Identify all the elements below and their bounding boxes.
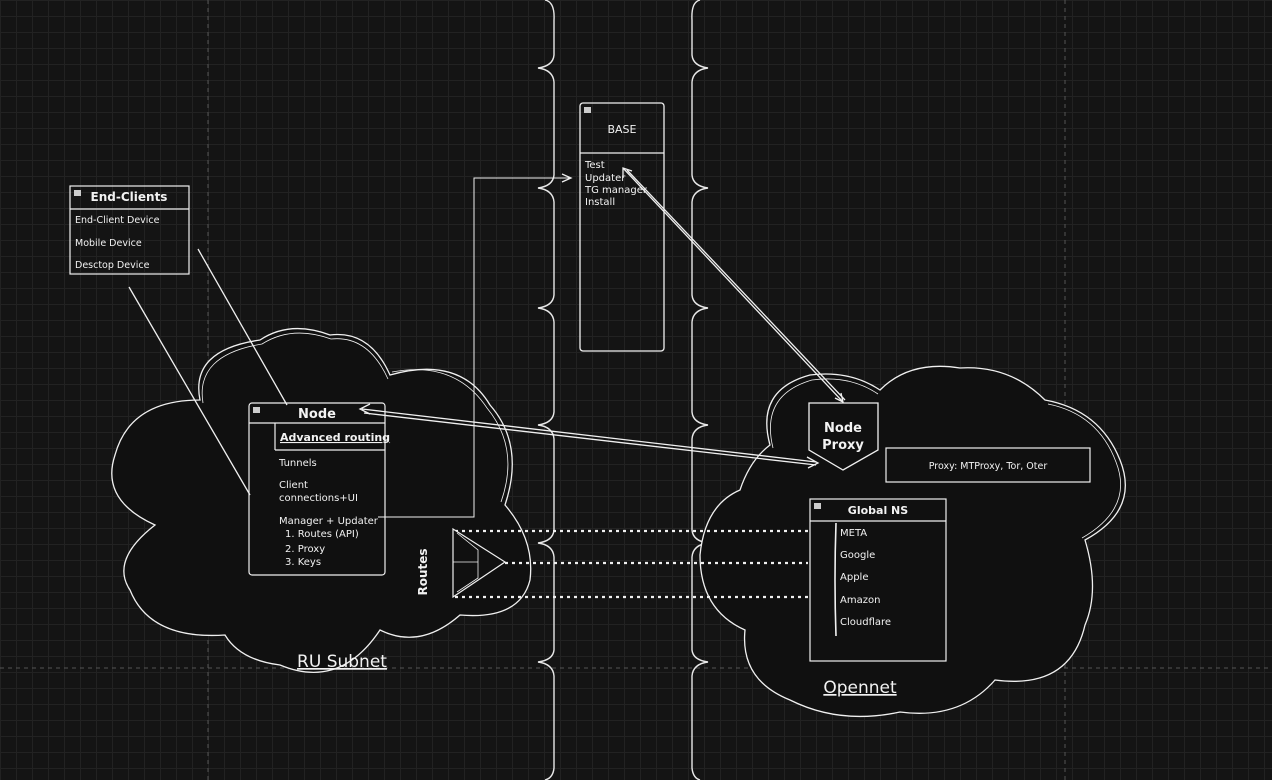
global-ns-item: Amazon — [840, 595, 880, 606]
global-ns-item: Google — [840, 550, 875, 561]
node-item: 2. Proxy — [285, 544, 325, 555]
node-proxy-label-line1: Node — [824, 421, 862, 436]
node-title: Node — [298, 407, 336, 422]
global-ns-box[interactable] — [809, 498, 947, 662]
base-item: Updater — [585, 173, 626, 184]
base-box[interactable] — [579, 102, 665, 352]
end-clients-title: End-Clients — [91, 190, 168, 204]
base-item: TG manager — [584, 185, 648, 196]
left-brace-column — [537, 0, 555, 780]
opennet-cloud — [699, 365, 1126, 718]
routes-triangle-icon — [452, 527, 507, 599]
ru-subnet-cloud — [111, 327, 532, 673]
node-item: Tunnels — [278, 458, 317, 469]
global-ns-item: Cloudflare — [840, 617, 891, 628]
end-clients-item: Desctop Device — [75, 260, 150, 271]
global-ns-title: Global NS — [848, 504, 908, 517]
node-item: Manager + Updater — [279, 516, 379, 527]
node-item: connections+UI — [279, 493, 358, 504]
connector-lines — [128, 167, 846, 518]
base-item: Install — [585, 197, 615, 208]
node-box[interactable] — [248, 402, 386, 576]
global-ns-item: Apple — [840, 572, 868, 583]
proxy-box[interactable] — [885, 447, 1091, 483]
global-ns-item: META — [840, 528, 867, 539]
base-item: Test — [584, 160, 605, 171]
route-dotted-lines — [455, 529, 808, 599]
node-item: Client — [279, 480, 308, 491]
proxy-box-label: Proxy: MTProxy, Tor, Oter — [929, 461, 1048, 472]
right-brace-column — [691, 0, 709, 780]
node-item: 1. Routes (API) — [285, 529, 359, 540]
node-proxy-label-line2: Proxy — [822, 438, 864, 453]
node-subtitle: Advanced routing — [280, 431, 390, 444]
base-title: BASE — [607, 123, 636, 136]
ru-subnet-label: RU Subnet — [297, 652, 387, 672]
end-clients-item: End-Client Device — [75, 215, 160, 226]
end-clients-item: Mobile Device — [75, 238, 142, 249]
node-proxy-shape[interactable] — [808, 402, 879, 471]
node-item: 3. Keys — [285, 557, 321, 568]
end-clients-box[interactable] — [69, 185, 190, 275]
routes-label: Routes — [416, 548, 430, 595]
opennet-label: Opennet — [823, 678, 897, 698]
